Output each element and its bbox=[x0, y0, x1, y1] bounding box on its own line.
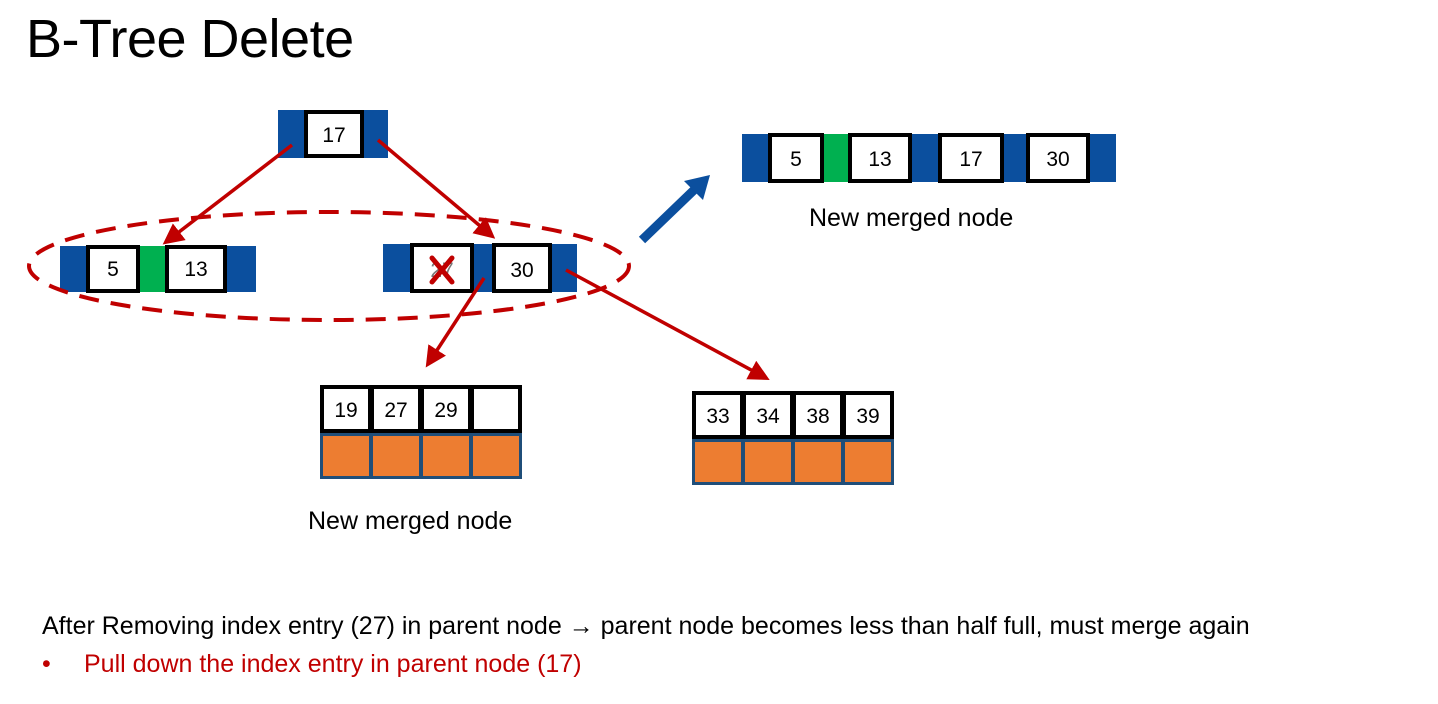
leaf-left-key-3: 29 bbox=[434, 399, 457, 422]
leaf-left-caption: New merged node bbox=[308, 507, 513, 535]
leaf-left-key-2: 27 bbox=[384, 399, 407, 422]
leaf-right-key-3: 38 bbox=[806, 405, 829, 428]
footer-bullet: • Pull down the index entry in parent nod… bbox=[42, 650, 582, 679]
arrow-root-to-right bbox=[376, 138, 496, 239]
arrow-root-to-left bbox=[162, 143, 294, 245]
merged-node: 5 13 17 30 bbox=[742, 133, 1116, 183]
x-mark-icon bbox=[429, 255, 455, 285]
root-key: 17 bbox=[322, 124, 345, 147]
merge-group-ellipse bbox=[27, 210, 631, 322]
footer-bullet-text: Pull down the index entry in parent node… bbox=[84, 650, 582, 678]
merged-key-1: 5 bbox=[790, 148, 802, 171]
slide-title: B-Tree Delete bbox=[26, 9, 354, 69]
left-child-key-2: 13 bbox=[184, 258, 207, 281]
footer-text-before: After Removing index entry (27) in paren… bbox=[42, 612, 569, 640]
arrow-right-to-leaf-right bbox=[565, 268, 770, 380]
arrow-right-to-leaf-left bbox=[425, 277, 486, 368]
leaf-left-key-1: 19 bbox=[334, 399, 357, 422]
footer-text-after: parent node becomes less than half full,… bbox=[593, 612, 1250, 640]
merge-arrow-icon bbox=[638, 175, 710, 244]
merged-key-2: 13 bbox=[868, 148, 891, 171]
pointer-arrows bbox=[162, 138, 770, 380]
leaf-right-key-1: 33 bbox=[706, 405, 729, 428]
footer-explanation: After Removing index entry (27) in paren… bbox=[42, 612, 1250, 641]
leaf-node-left: 19 27 29 bbox=[320, 385, 522, 479]
leaf-right-key-4: 39 bbox=[856, 405, 879, 428]
root-node: 17 bbox=[278, 110, 388, 158]
leaf-right-key-2: 34 bbox=[756, 405, 780, 428]
implies-arrow-icon: → bbox=[568, 612, 594, 640]
merged-key-3: 17 bbox=[959, 148, 982, 171]
right-child-key-1: 30 bbox=[510, 259, 533, 282]
leaf-node-right: 33 34 38 39 bbox=[692, 391, 894, 485]
merged-key-4: 30 bbox=[1046, 148, 1069, 171]
merged-node-caption: New merged node bbox=[809, 204, 1014, 232]
right-child-node: 27 30 bbox=[383, 243, 577, 293]
left-child-key-1: 5 bbox=[107, 258, 119, 281]
left-child-node: 5 13 bbox=[60, 245, 256, 293]
bullet-icon: • bbox=[42, 650, 51, 678]
